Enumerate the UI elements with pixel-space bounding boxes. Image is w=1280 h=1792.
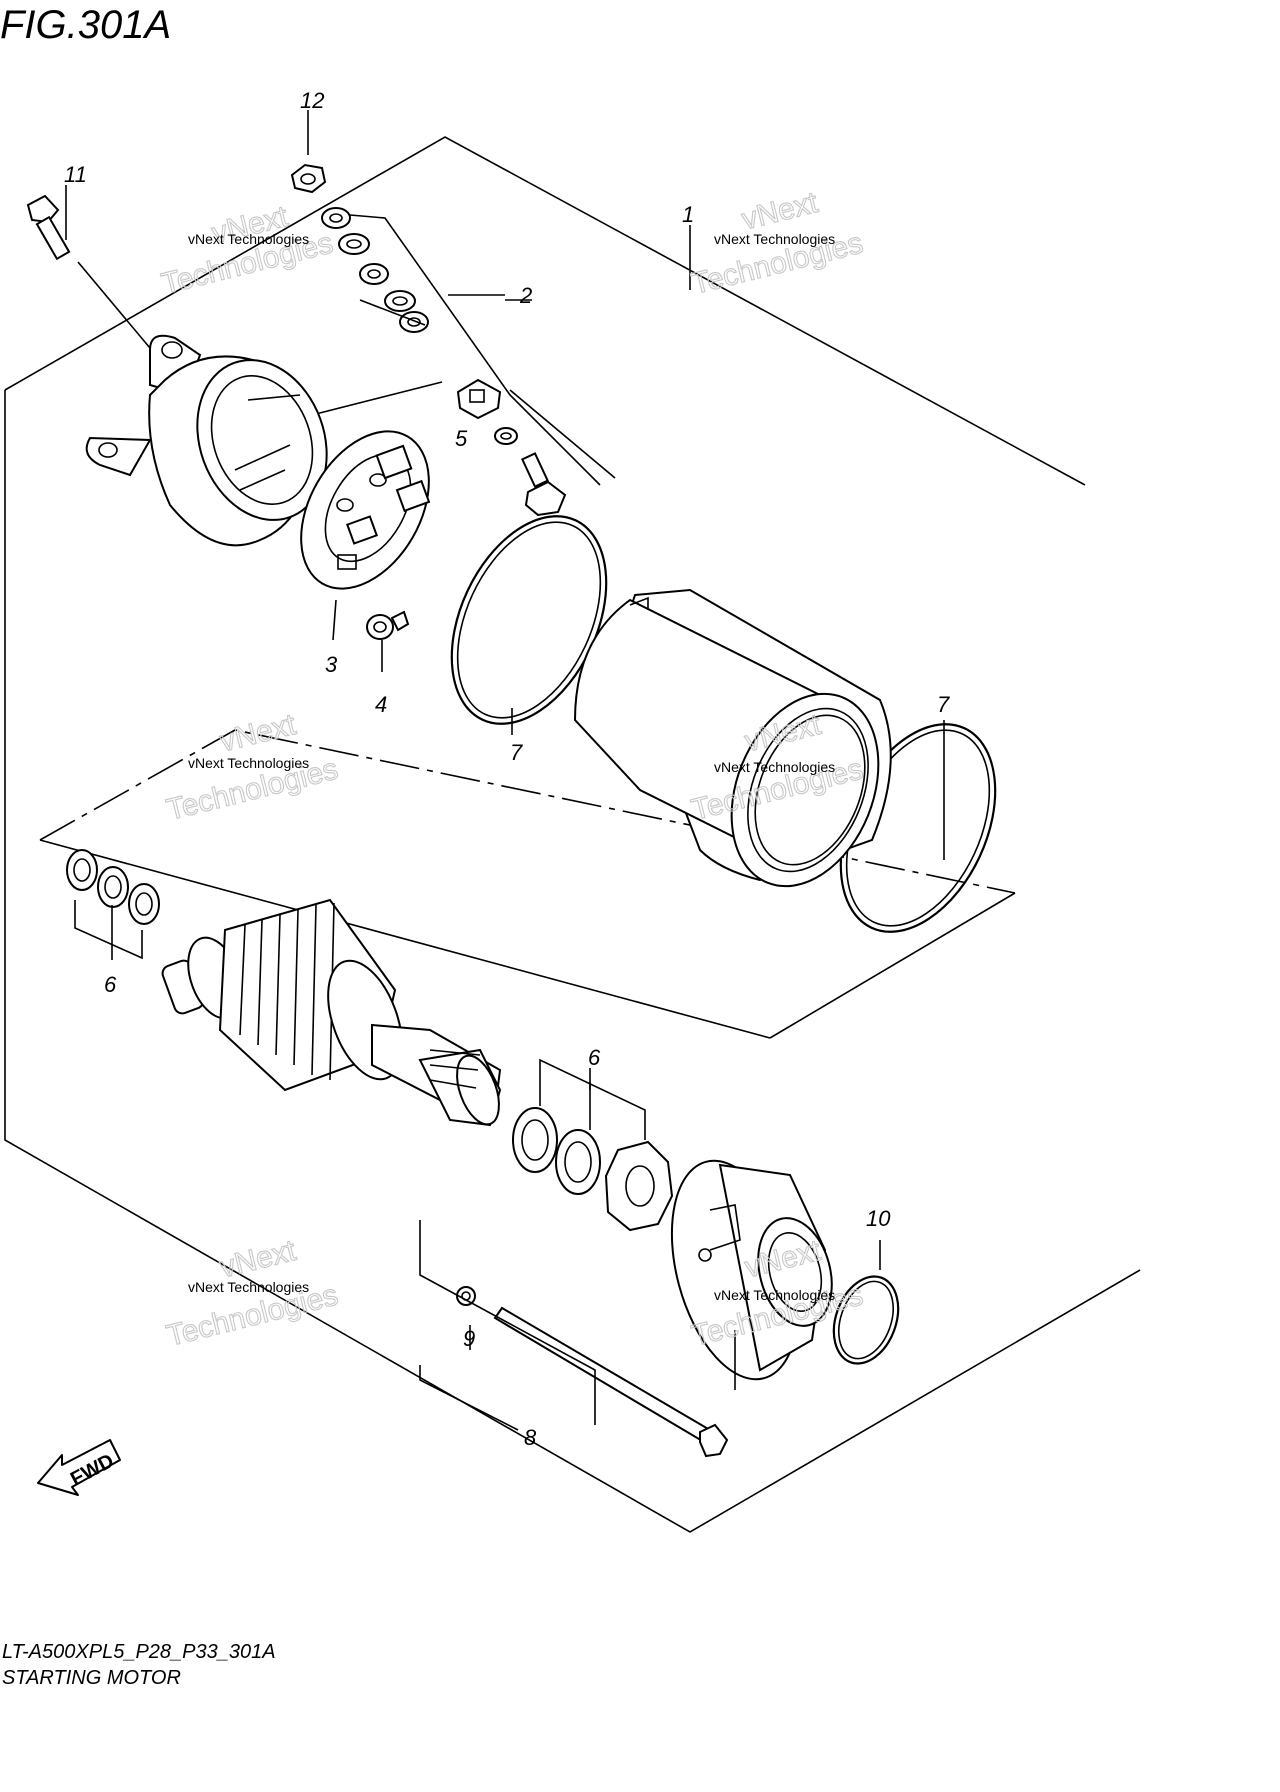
part-10-o-ring [832, 1240, 900, 1365]
part-5-o-ring [494, 427, 518, 445]
callout-2: 2 [519, 283, 532, 308]
svg-text:vNext: vNext [739, 186, 822, 237]
armature-commutator-bars [239, 902, 335, 1081]
fwd-arrow-icon: FWD [37, 1439, 121, 1496]
figure-subtitle: STARTING MOTOR [2, 1667, 181, 1689]
armature [161, 898, 502, 1127]
rear-housing [85, 334, 328, 547]
svg-text:vNext: vNext [217, 708, 300, 759]
watermark-5: Technologies vNext vNext Technologies [163, 1233, 342, 1353]
terminal-bolt [520, 452, 567, 517]
callout-10: 10 [866, 1206, 891, 1231]
callout-9: 9 [463, 1326, 475, 1351]
leader-lines [65, 110, 691, 1090]
watermark-2: Technologies vNext vNext Technologies [688, 185, 867, 301]
yoke-housing [573, 588, 892, 888]
callout-1: 1 [682, 202, 694, 227]
watermark-3: Technologies vNext vNext Technologies [163, 707, 342, 827]
part-2-washer-stack [244, 207, 616, 486]
callout-4: 4 [375, 692, 387, 717]
part-4-bushing [366, 610, 410, 672]
callout-6-upper: 6 [104, 972, 117, 997]
svg-text:vNext Technologies: vNext Technologies [714, 1287, 835, 1303]
part-8-through-bolt [419, 1220, 729, 1458]
part-6-washers-lower [512, 1058, 674, 1232]
svg-text:vNext Technologies: vNext Technologies [188, 1279, 309, 1295]
callout-11: 11 [64, 162, 87, 187]
part-6-washers-upper [66, 849, 160, 960]
callout-7-lower: 7 [937, 692, 950, 717]
watermark-4: Technologies vNext vNext Technologies [688, 707, 867, 827]
part-12-nut [290, 163, 327, 194]
svg-text:vNext Technologies: vNext Technologies [188, 231, 309, 247]
callout-labels: 1 2 3 4 5 6 6 7 7 8 9 10 11 12 [64, 88, 950, 1450]
figure-title: FIG.301A [0, 3, 171, 47]
assembly-outline [4, 136, 1141, 1533]
part-3-brush-plate [300, 430, 431, 641]
callout-7-upper: 7 [510, 740, 523, 765]
svg-text:vNext Technologies: vNext Technologies [714, 759, 835, 775]
callout-6-lower: 6 [588, 1045, 601, 1070]
svg-text:vNext Technologies: vNext Technologies [188, 755, 309, 771]
callout-3: 3 [325, 652, 338, 677]
model-code: LT-A500XPL5_P28_P33_301A [2, 1641, 276, 1663]
callout-5: 5 [455, 426, 468, 451]
callout-8: 8 [524, 1425, 537, 1450]
svg-text:vNext Technologies: vNext Technologies [714, 231, 835, 247]
svg-text:vNext: vNext [217, 1234, 300, 1285]
part-11-bolt [26, 194, 161, 361]
front-housing [670, 1159, 833, 1390]
callout-12: 12 [300, 88, 324, 113]
